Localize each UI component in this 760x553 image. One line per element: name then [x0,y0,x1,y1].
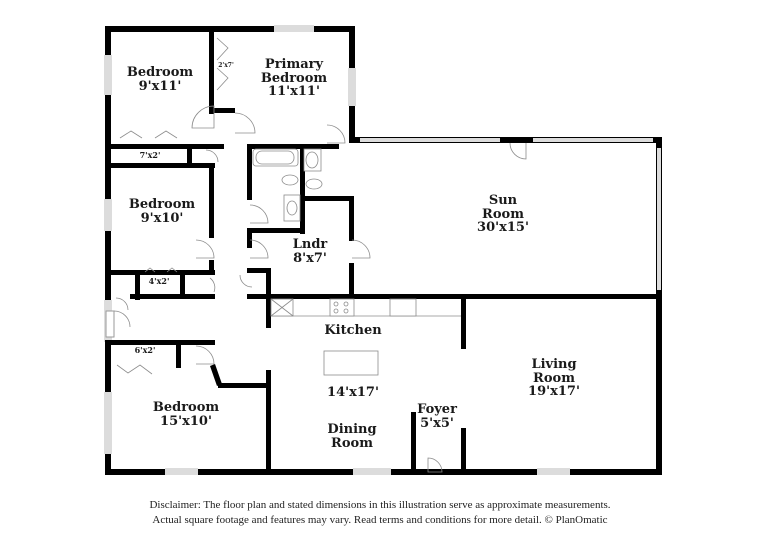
closet-label-primary: 2'x7' [218,62,234,69]
room-label-laundry: Lndr 8'x7' [293,238,328,265]
room-name-line1: Dining [327,422,377,437]
disclaimer: Disclaimer: The floor plan and stated di… [0,498,760,528]
room-name: Kitchen [324,323,382,338]
room-dims: 30'x15' [477,220,529,236]
room-dims: 9'x11' [138,78,182,94]
room-name: Bedroom [128,197,196,212]
disclaimer-line-1: Disclaimer: The floor plan and stated di… [149,499,611,511]
room-name-line2: Room [533,370,575,386]
room-label-kitchen-dims: 14'x17' [327,386,379,400]
bath-fixtures [252,148,323,222]
room-name-line1: Sun [488,193,518,208]
room-label-living-room: Living Room 19'x17' [528,358,580,399]
room-dims: 19'x17' [528,384,580,400]
room-label-kitchen: Kitchen [324,324,381,338]
room-name: Foyer [417,402,457,417]
room-dims: 15'x10' [160,413,212,429]
room-label-dining-room: Dining Room [327,423,376,450]
room-label-sun-room: Sun Room 30'x15' [477,194,529,235]
bifold-doors [116,37,229,375]
room-name-line1: Primary [264,57,324,72]
room-name-line2: Room [482,206,524,222]
closet-label-7x2: 7'x2' [139,150,161,160]
room-dims: 11'x11' [268,84,320,100]
room-dims: 9'x10' [140,210,184,226]
room-dims: 8'x7' [293,250,327,266]
closet-label-4x2: 4'x2' [148,276,170,286]
room-label-bedroom-w: Bedroom 9'x10' [129,198,195,225]
closet-label-6x2: 6'x2' [134,345,156,355]
room-name: Bedroom [126,65,194,80]
room-label-primary-bedroom: Primary Bedroom 11'x11' [261,58,327,99]
room-dims: 5'x5' [420,415,454,431]
room-label-bedroom-sw: Bedroom 15'x10' [153,401,219,428]
disclaimer-line-2: Actual square footage and features may v… [152,514,608,526]
room-name-line2: Room [331,435,373,451]
room-name-line1: Living [531,357,577,372]
room-dims: 14'x17' [327,385,379,400]
interior-walls [105,26,662,472]
room-name: Lndr [292,237,328,252]
room-label-bedroom-nw: Bedroom 9'x11' [127,66,193,93]
room-name-line2: Bedroom [260,70,328,86]
room-name: Bedroom [152,400,220,415]
doors [105,105,527,473]
kitchen-fixtures [270,298,461,376]
room-label-foyer: Foyer 5'x5' [417,403,457,430]
